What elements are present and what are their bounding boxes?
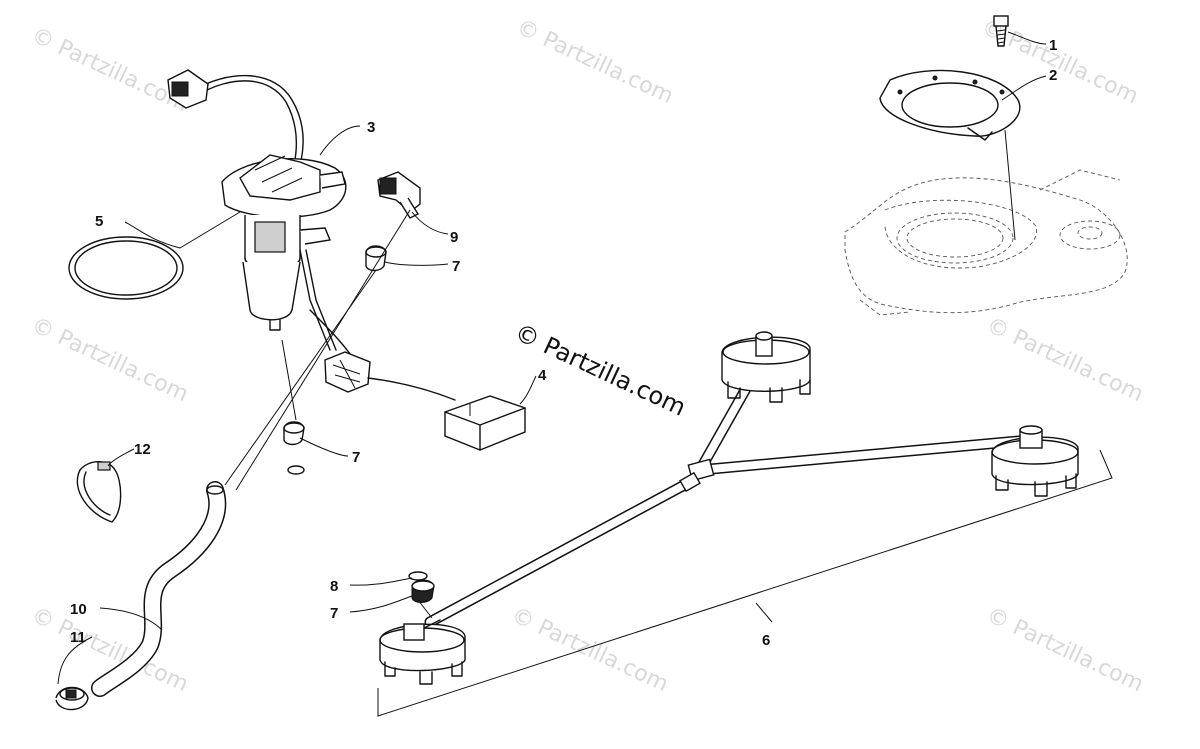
callout-12: 12	[134, 441, 151, 458]
part-7-hose-clamp	[411, 579, 435, 603]
part-5-o-ring	[68, 236, 184, 300]
fuel-tank-outline	[844, 169, 1128, 316]
part-1-bolt	[993, 15, 1009, 47]
watermark: © Partzilla.com	[982, 603, 1146, 697]
part-8-fuel-hose	[286, 453, 428, 581]
pickup-cup	[721, 331, 811, 403]
callout-1: 1	[1049, 37, 1057, 54]
callout-7: 7	[352, 449, 360, 466]
part-10-vent-hose	[91, 481, 227, 697]
callout-2: 2	[1049, 67, 1057, 84]
watermark: © Partzilla.com	[982, 313, 1146, 407]
callout-5: 5	[95, 213, 103, 230]
callout-7: 7	[330, 605, 338, 622]
part-4-sender-float	[324, 351, 526, 451]
callout-6: 6	[762, 632, 770, 649]
callout-3: 3	[367, 119, 375, 136]
watermark: © Partzilla.com	[507, 603, 671, 697]
part-3-fuel-pump-module	[167, 69, 361, 371]
part-7-hose-clamp	[365, 245, 387, 272]
part-9-elbow-fitting	[377, 171, 421, 219]
callout-8: 8	[330, 578, 338, 595]
callout-11: 11	[70, 629, 86, 646]
part-7-hose-clamp	[283, 421, 305, 446]
callout-7: 7	[452, 258, 460, 275]
callout-9: 9	[450, 229, 458, 246]
part-2-mounting-ring	[879, 69, 1021, 141]
part-11-small-clamp	[55, 686, 89, 711]
callout-labels: 1 2 3 4 5 6 7 7 7 8 9 10 11 12	[70, 37, 1057, 649]
watermark: © Partzilla.com	[512, 15, 676, 109]
callout-10: 10	[70, 601, 87, 618]
watermark: © Partzilla.com	[27, 23, 191, 117]
watermark: © Partzilla.com	[27, 313, 191, 407]
callout-4: 4	[538, 367, 547, 384]
leader-lines	[57, 31, 1047, 685]
pickup-cup	[379, 619, 466, 685]
part-12-strap-clamp	[76, 461, 122, 523]
part-6-pickup-assembly	[377, 331, 1113, 717]
pickup-cup	[991, 425, 1079, 497]
